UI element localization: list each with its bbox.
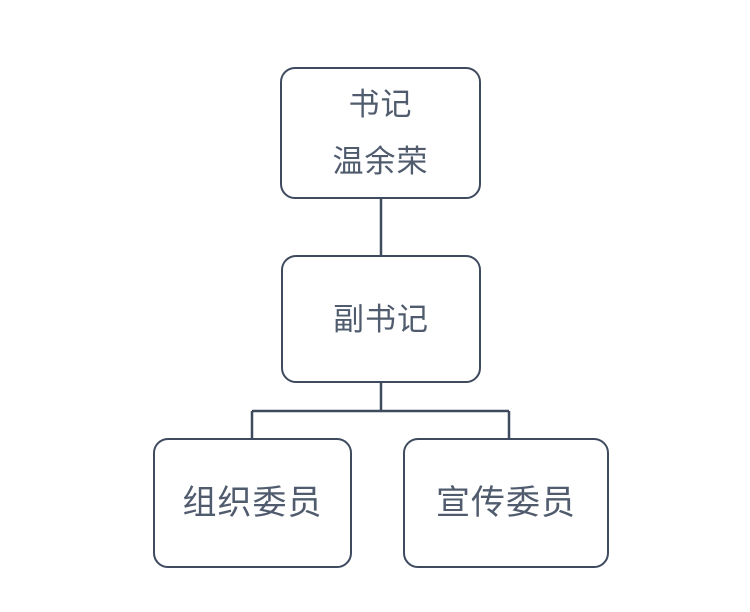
node-organization-member-title: 组织委员 [182, 484, 323, 522]
node-organization-member[interactable]: 组织委员 [153, 438, 352, 568]
node-secretary-name: 温余荣 [332, 144, 429, 179]
node-secretary[interactable]: 书记 温余荣 [280, 67, 481, 199]
node-publicity-member-title: 宣传委员 [436, 484, 576, 522]
node-deputy-secretary[interactable]: 副书记 [281, 255, 481, 383]
node-secretary-title: 书记 [348, 87, 413, 122]
node-deputy-secretary-title: 副书记 [333, 301, 429, 337]
node-publicity-member[interactable]: 宣传委员 [403, 438, 609, 568]
